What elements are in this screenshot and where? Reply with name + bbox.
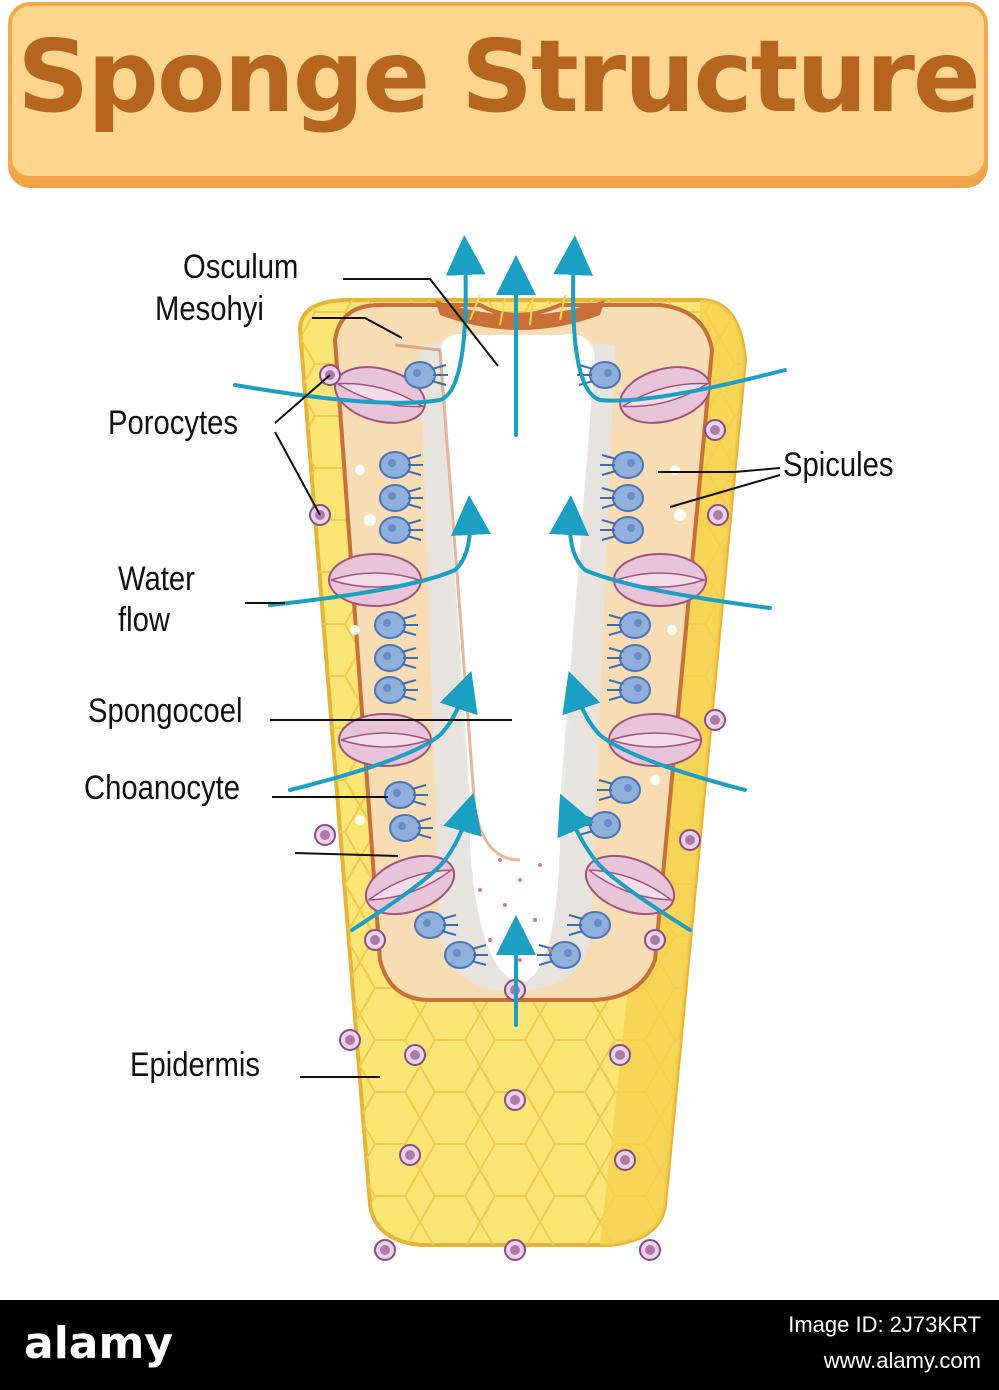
- watermark-footer: alamy Image ID: 2J73KRT www.alamy.com: [0, 1300, 999, 1390]
- label-epidermis: Epidermis: [130, 1046, 261, 1084]
- sponge-diagram: [233, 235, 787, 1261]
- label-choanocyte: Choanocyte: [84, 769, 241, 807]
- watermark-image-id: Image ID: 2J73KRT: [788, 1312, 981, 1337]
- porocyte: [328, 553, 422, 607]
- title-banner: Sponge Structure: [8, 2, 988, 180]
- page-title: Sponge Structure: [17, 18, 980, 135]
- label-mesohyi: Mesohyi: [155, 290, 264, 328]
- label-spongocoel: Spongocoel: [88, 692, 243, 730]
- watermark-url: www.alamy.com: [823, 1348, 981, 1373]
- label-spicules: Spicules: [783, 446, 894, 484]
- label-water-flow-line1: Water: [118, 560, 195, 598]
- porocyte: [608, 713, 702, 767]
- watermark-brand: alamy: [24, 1318, 173, 1369]
- leader-lines: [245, 278, 781, 1078]
- label-porocytes: Porocytes: [108, 404, 239, 442]
- water-flow-arrows: [233, 235, 787, 1027]
- osculum-rim: [435, 300, 605, 330]
- porocyte: [338, 713, 432, 767]
- label-water-flow-line2: flow: [118, 601, 171, 639]
- label-osculum: Osculum: [183, 248, 299, 286]
